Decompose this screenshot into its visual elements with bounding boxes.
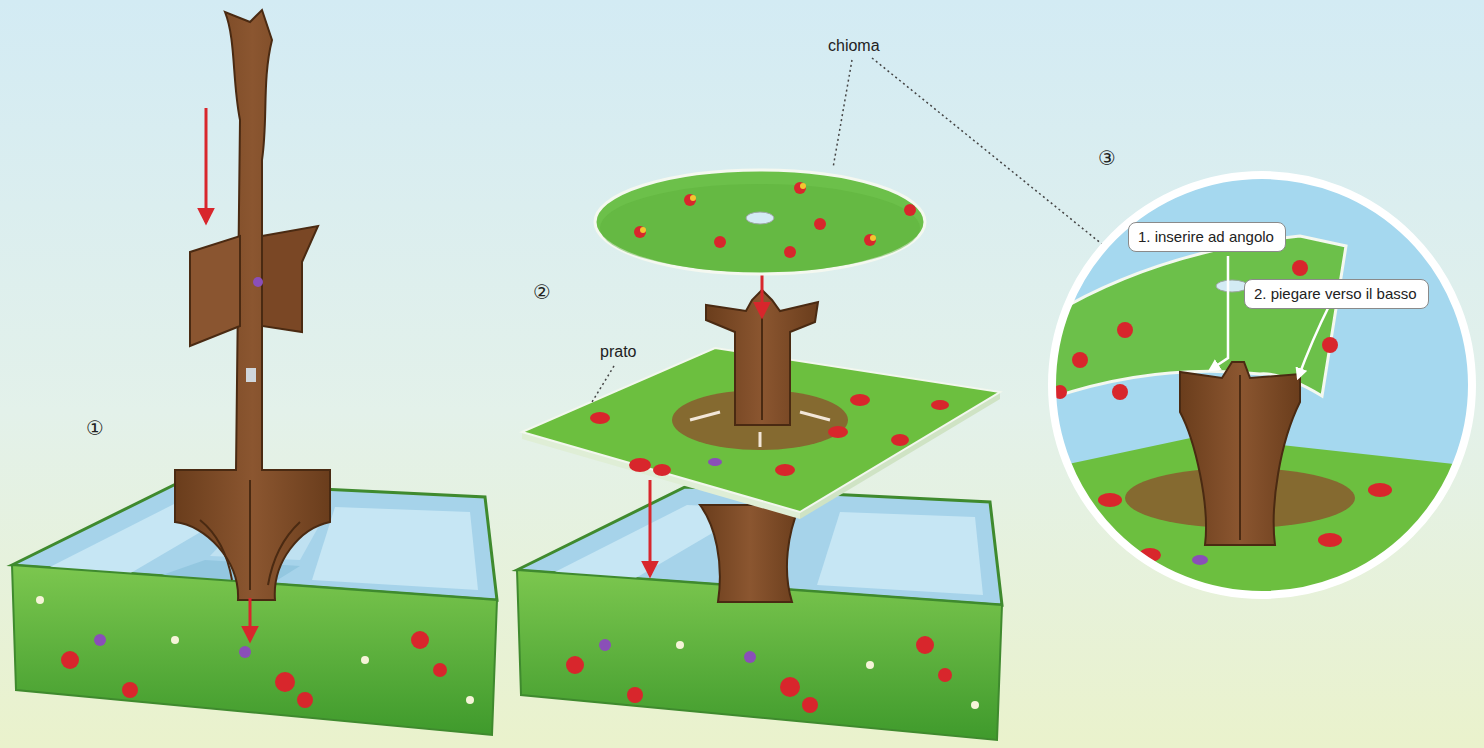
- canopy-disc: [595, 170, 925, 274]
- callout-number: ②: [533, 282, 551, 302]
- callout-number: ①: [86, 418, 104, 438]
- callout-number: ③: [1098, 148, 1116, 168]
- callout-text: 1. inserire ad angolo: [1138, 227, 1274, 247]
- leader-line: [833, 60, 852, 168]
- direction-arrow: [649, 480, 652, 575]
- direction-arrow: [249, 598, 252, 640]
- trunk-2-lower: [700, 505, 800, 602]
- leader-line: [592, 366, 614, 402]
- part-name: chioma: [828, 36, 880, 56]
- callout-text: 2. piegare verso il basso: [1254, 284, 1417, 304]
- trunk-1: [175, 10, 330, 600]
- callout-box: 2. piegare verso il basso: [1244, 279, 1429, 309]
- callout-box: 1. inserire ad angolo: [1128, 222, 1286, 252]
- callout-arrow: [1210, 256, 1228, 370]
- zoom-circle: [1040, 175, 1484, 610]
- direction-arrow: [205, 108, 208, 222]
- part-name: prato: [600, 342, 636, 362]
- box-2: [517, 487, 1002, 740]
- callout-arrow: [1298, 304, 1330, 378]
